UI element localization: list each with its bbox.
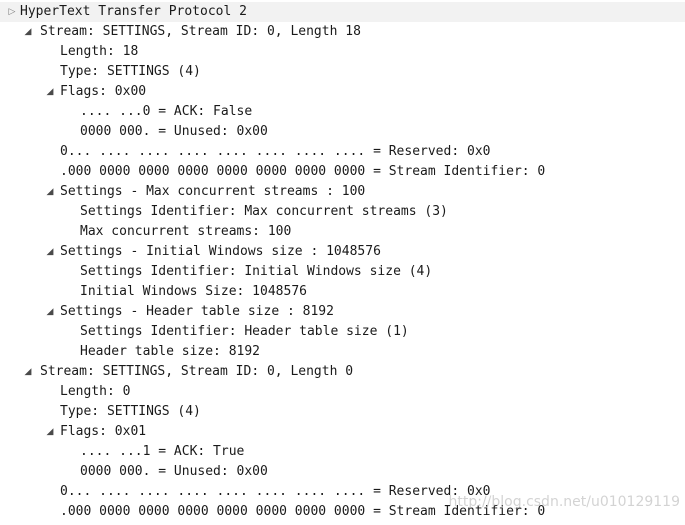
tree-row[interactable]: .... ...0 = ACK: False	[0, 102, 685, 122]
tree-row-label: .000 0000 0000 0000 0000 0000 0000 0000 …	[60, 504, 546, 519]
tree-row[interactable]: ◢ Stream: SETTINGS, Stream ID: 0, Length …	[0, 362, 685, 382]
tree-row[interactable]: Settings Identifier: Initial Windows siz…	[0, 262, 685, 282]
tree-row[interactable]: Type: SETTINGS (4)	[0, 402, 685, 422]
tree-row-label: 0000 000. = Unused: 0x00	[80, 464, 268, 479]
tree-row[interactable]: ◢ Settings - Header table size : 8192	[0, 302, 685, 322]
expand-triangle-icon[interactable]: ◢	[46, 247, 54, 257]
tree-row-label: Settings - Initial Windows size : 104857…	[60, 244, 381, 259]
tree-row[interactable]: Max concurrent streams: 100	[0, 222, 685, 242]
tree-row-label: 0... .... .... .... .... .... .... .... …	[60, 484, 491, 499]
tree-row[interactable]: 0000 000. = Unused: 0x00	[0, 122, 685, 142]
tree-row[interactable]: Settings Identifier: Max concurrent stre…	[0, 202, 685, 222]
tree-row-label: .... ...0 = ACK: False	[80, 104, 253, 119]
tree-row-label: 0000 000. = Unused: 0x00	[80, 124, 268, 139]
tree-row[interactable]: Initial Windows Size: 1048576	[0, 282, 685, 302]
tree-row-label: Settings Identifier: Header table size (…	[80, 324, 409, 339]
tree-row-label: Settings Identifier: Initial Windows siz…	[80, 264, 433, 279]
tree-row[interactable]: .000 0000 0000 0000 0000 0000 0000 0000 …	[0, 162, 685, 182]
expand-triangle-icon[interactable]: ◢	[46, 307, 54, 317]
expand-triangle-icon[interactable]: ◢	[46, 187, 54, 197]
tree-row-label: Type: SETTINGS (4)	[60, 404, 201, 419]
tree-row-label: HyperText Transfer Protocol 2	[20, 4, 247, 19]
tree-row[interactable]: 0... .... .... .... .... .... .... .... …	[0, 142, 685, 162]
tree-row-label: Flags: 0x01	[60, 424, 147, 439]
tree-row-label: Settings - Max concurrent streams : 100	[60, 184, 366, 199]
tree-row-label: Settings - Header table size : 8192	[60, 304, 334, 319]
tree-row[interactable]: 0... .... .... .... .... .... .... .... …	[0, 482, 685, 502]
tree-row[interactable]: .000 0000 0000 0000 0000 0000 0000 0000 …	[0, 502, 685, 522]
tree-row-label: Settings Identifier: Max concurrent stre…	[80, 204, 448, 219]
tree-row[interactable]: ◢ Settings - Max concurrent streams : 100	[0, 182, 685, 202]
tree-row[interactable]: Header table size: 8192	[0, 342, 685, 362]
tree-row[interactable]: ◢ Settings - Initial Windows size : 10485…	[0, 242, 685, 262]
tree-row[interactable]: ◢ Flags: 0x00	[0, 82, 685, 102]
tree-row[interactable]: Length: 0	[0, 382, 685, 402]
tree-row-label: Stream: SETTINGS, Stream ID: 0, Length 0	[40, 364, 354, 379]
expand-triangle-icon[interactable]: ◢	[46, 427, 54, 437]
expand-triangle-icon[interactable]: ◢	[24, 27, 32, 37]
tree-row[interactable]: .... ...1 = ACK: True	[0, 442, 685, 462]
tree-row[interactable]: ◢ Stream: SETTINGS, Stream ID: 0, Length …	[0, 22, 685, 42]
tree-row-label: Header table size: 8192	[80, 344, 261, 359]
tree-row-label: .... ...1 = ACK: True	[80, 444, 245, 459]
tree-row-label: Flags: 0x00	[60, 84, 147, 99]
expand-triangle-icon[interactable]: ◢	[24, 367, 32, 377]
tree-row[interactable]: Type: SETTINGS (4)	[0, 62, 685, 82]
tree-row-label: .000 0000 0000 0000 0000 0000 0000 0000 …	[60, 164, 546, 179]
tree-row-label: Initial Windows Size: 1048576	[80, 284, 307, 299]
tree-row-label: Length: 18	[60, 44, 139, 59]
tree-row-label: Type: SETTINGS (4)	[60, 64, 201, 79]
tree-row-label: Length: 0	[60, 384, 131, 399]
collapse-triangle-icon[interactable]: ▷	[8, 7, 16, 17]
expand-triangle-icon[interactable]: ◢	[46, 87, 54, 97]
tree-row-label: Stream: SETTINGS, Stream ID: 0, Length 1…	[40, 24, 361, 39]
tree-row[interactable]: Settings Identifier: Header table size (…	[0, 322, 685, 342]
tree-row[interactable]: 0000 000. = Unused: 0x00	[0, 462, 685, 482]
tree-row-label: 0... .... .... .... .... .... .... .... …	[60, 144, 491, 159]
tree-row[interactable]: ▷ HyperText Transfer Protocol 2	[0, 2, 685, 22]
tree-row-label: Max concurrent streams: 100	[80, 224, 292, 239]
tree-row[interactable]: ◢ Flags: 0x01	[0, 422, 685, 442]
tree-row[interactable]: Length: 18	[0, 42, 685, 62]
